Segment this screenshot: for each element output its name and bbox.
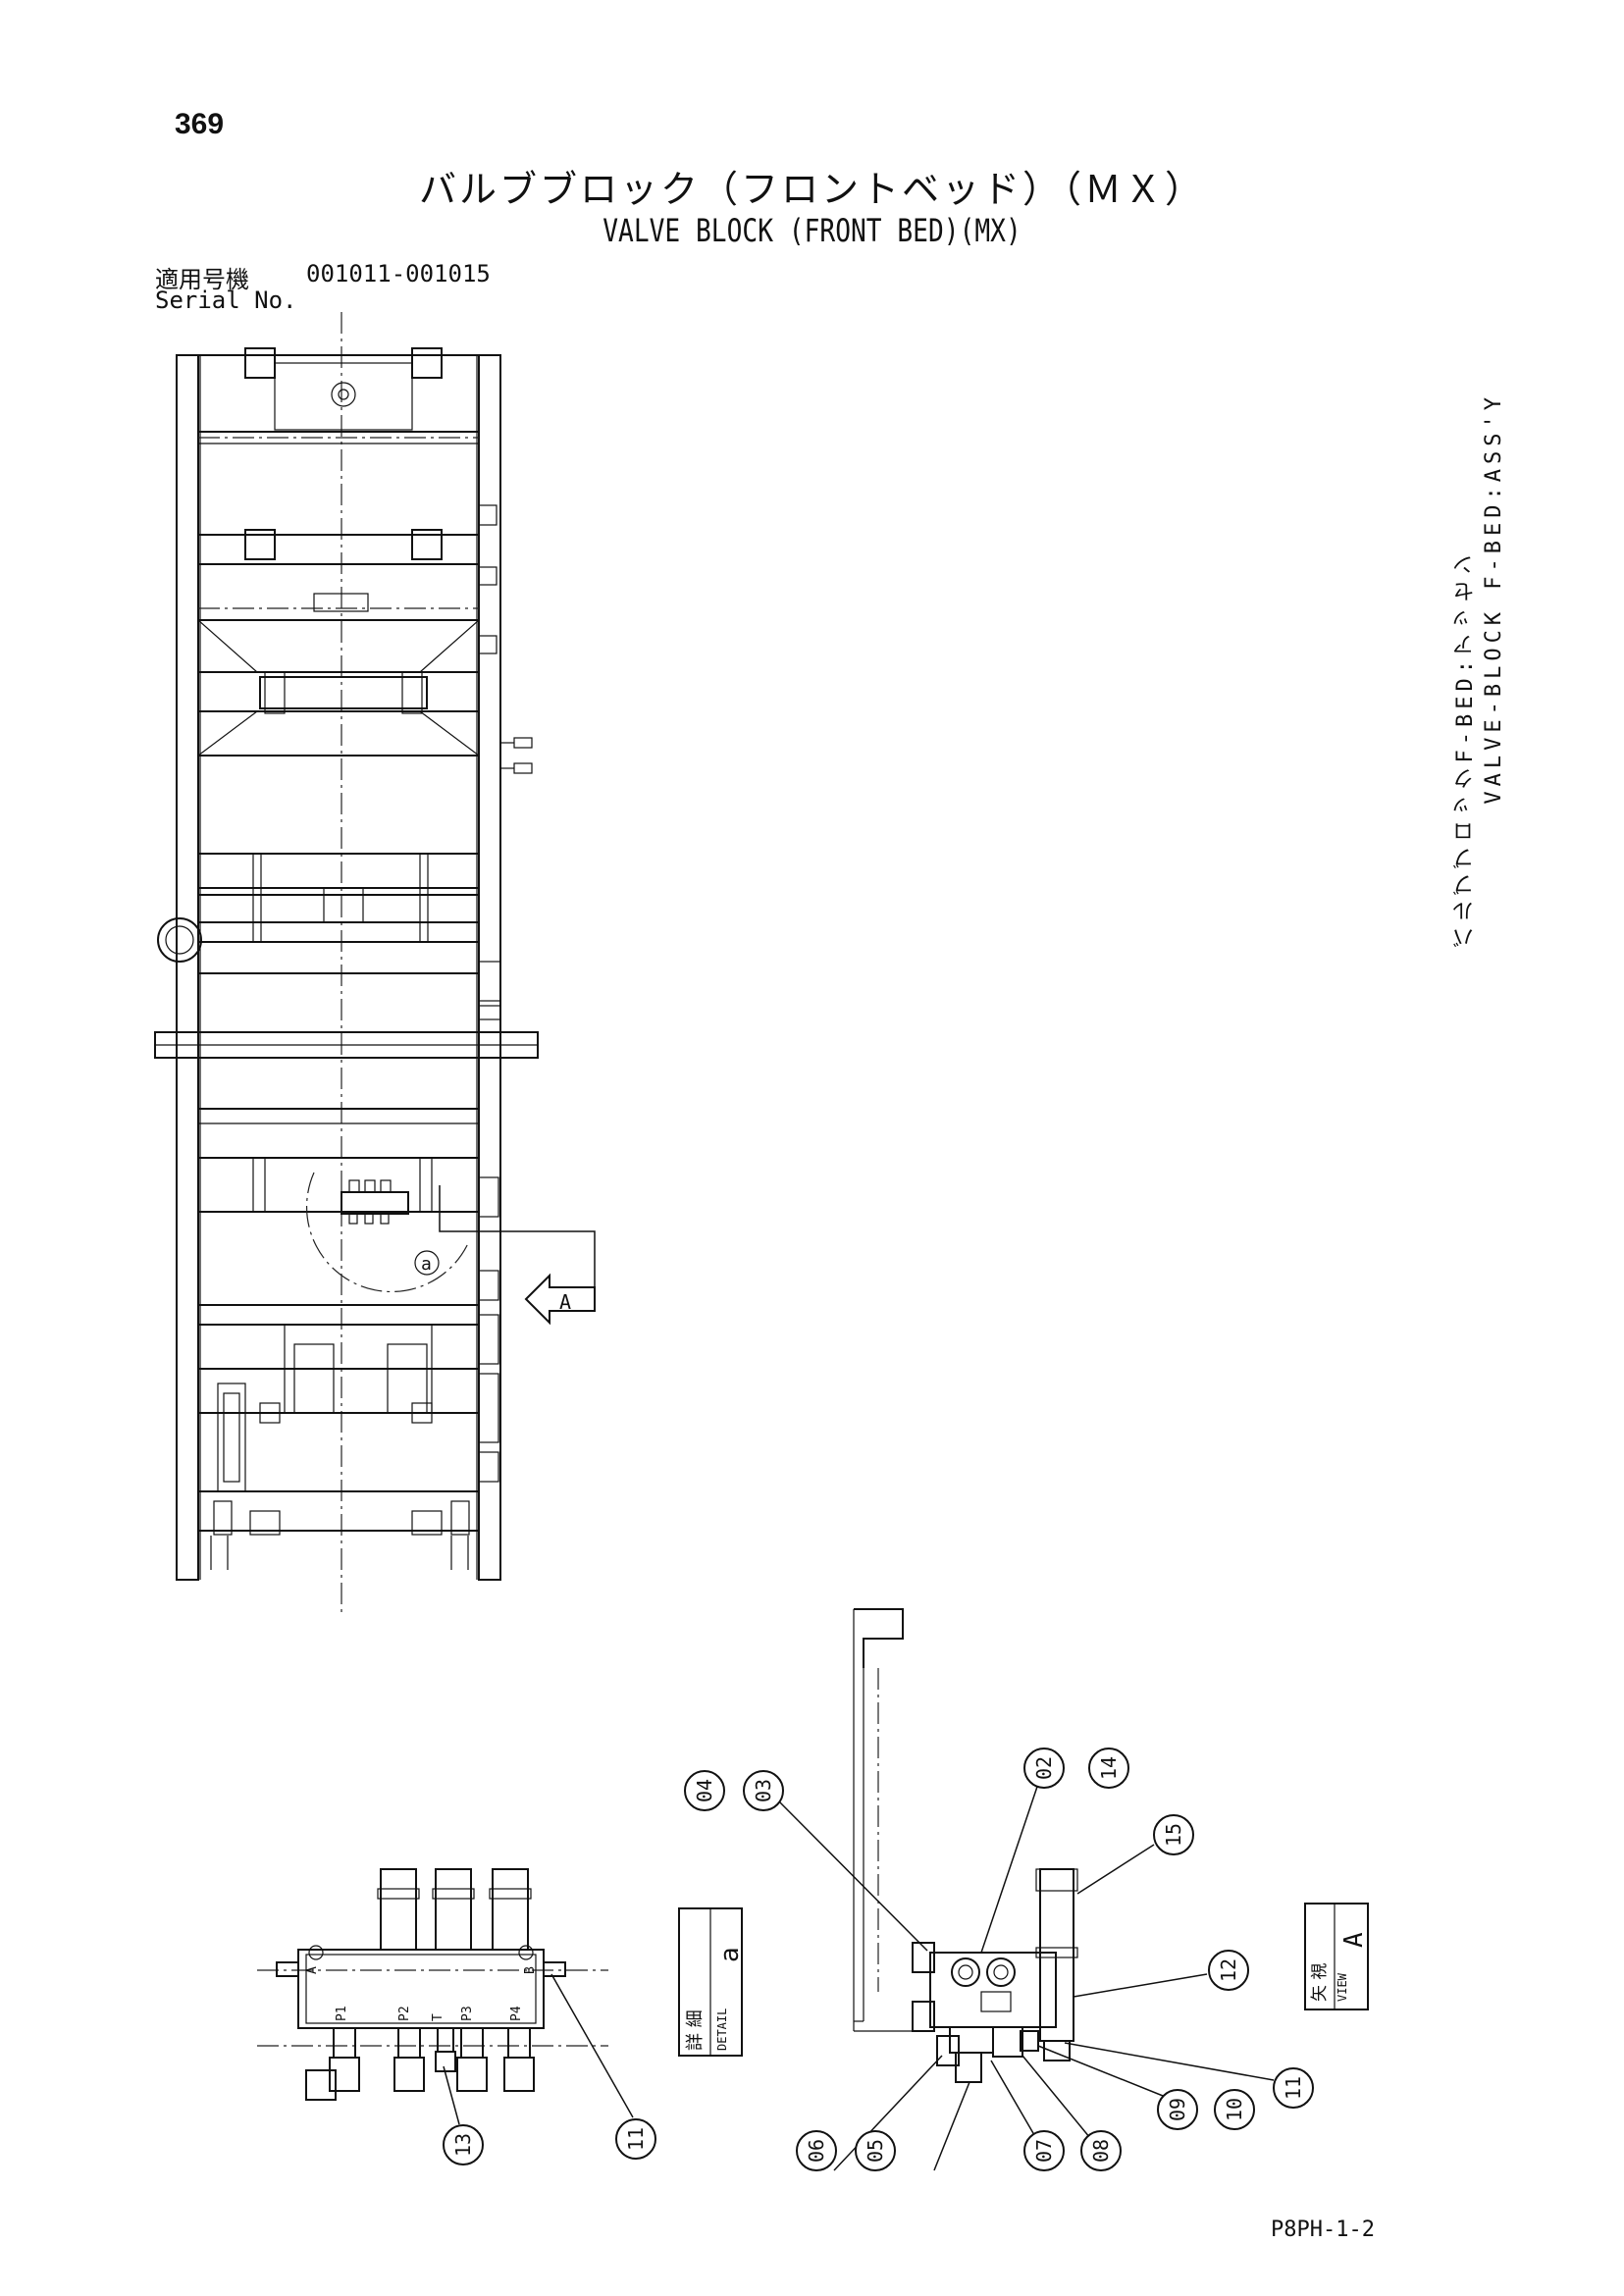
view-arrow-letter: A <box>559 1290 571 1314</box>
callout-10: 10 <box>1214 2089 1255 2130</box>
page-code: P8PH-1-2 <box>1271 2218 1375 2242</box>
svg-text:15: 15 <box>1162 1823 1185 1847</box>
bed-frame-drawing: A a <box>154 312 596 1614</box>
callout-15: 15 <box>1153 1814 1194 1855</box>
svg-text:04: 04 <box>693 1779 716 1802</box>
svg-text:07: 07 <box>1032 2139 1056 2163</box>
callout-05: 05 <box>855 2130 896 2171</box>
svg-text:11: 11 <box>624 2127 648 2151</box>
svg-text:12: 12 <box>1217 1958 1240 1982</box>
svg-text:09: 09 <box>1166 2098 1189 2121</box>
view-a-valve-drawing <box>774 1608 1275 2171</box>
svg-text:11: 11 <box>1282 2076 1305 2100</box>
callout-03: 03 <box>743 1770 784 1811</box>
view-label-jp: 矢 視 <box>1310 1963 1330 2002</box>
svg-text:05: 05 <box>864 2139 887 2163</box>
view-label-box: 矢 視 VIEW A <box>1304 1903 1369 2010</box>
port-label-p3: P3 <box>460 2006 475 2021</box>
callout-09: 09 <box>1157 2089 1198 2130</box>
serial-label-english: Serial No. <box>155 287 297 314</box>
callout-04: 04 <box>684 1770 725 1811</box>
svg-text:03: 03 <box>752 1779 775 1802</box>
port-label-p1: P1 <box>335 2006 349 2021</box>
callout-07: 07 <box>1023 2130 1065 2171</box>
callout-06: 06 <box>796 2130 837 2171</box>
detail-label-letter: a <box>715 1947 745 1962</box>
view-label-letter: A <box>1339 1932 1369 1948</box>
port-label-t: T <box>431 2013 445 2021</box>
callout-11-right: 11 <box>1273 2067 1314 2109</box>
detail-marker-letter: a <box>421 1254 432 1275</box>
svg-text:10: 10 <box>1223 2098 1246 2121</box>
port-label-b: B <box>523 1966 538 1974</box>
page-number: 369 <box>175 108 225 140</box>
callout-12: 12 <box>1208 1950 1249 1991</box>
callout-14: 14 <box>1088 1748 1129 1789</box>
detail-label-en: DETAIL <box>715 2009 729 2051</box>
detail-label-jp: 詳 細 <box>685 2009 706 2051</box>
svg-text:08: 08 <box>1089 2139 1113 2163</box>
port-label-a: A <box>305 1966 320 1974</box>
svg-text:13: 13 <box>451 2133 475 2157</box>
view-label-en: VIEW <box>1336 1972 1349 2002</box>
callout-11-left: 11 <box>615 2118 656 2160</box>
serial-label-japanese: 適用号機 <box>155 266 249 293</box>
callout-02: 02 <box>1023 1748 1065 1789</box>
port-label-p4: P4 <box>509 2006 524 2021</box>
svg-text:14: 14 <box>1097 1756 1121 1780</box>
detail-a-manifold-drawing: A P1 P2 T P3 P4 B <box>257 1868 634 2125</box>
svg-text:06: 06 <box>805 2139 828 2163</box>
svg-text:02: 02 <box>1032 1756 1056 1780</box>
callout-08: 08 <box>1080 2130 1122 2171</box>
page-title-english: VALVE BLOCK (FRONT BED)(MX) <box>602 212 1022 249</box>
page-title-japanese: バルブブロック（フロントベッド）（ＭＸ） <box>418 168 1205 211</box>
serial-range: 001011-001015 <box>306 260 491 287</box>
detail-label-box: 詳 細 DETAIL a <box>678 1907 745 2057</box>
callout-13: 13 <box>443 2124 484 2166</box>
port-label-p2: P2 <box>397 2006 412 2021</box>
